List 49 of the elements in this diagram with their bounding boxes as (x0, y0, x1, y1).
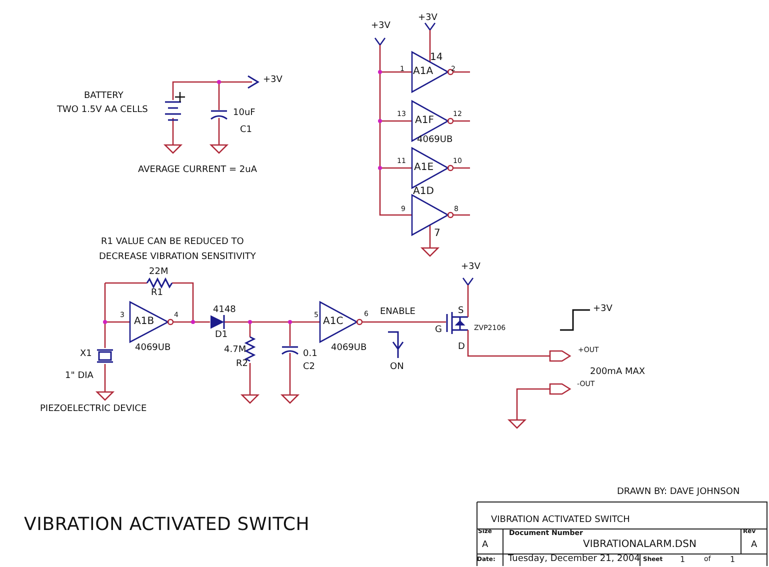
schematic-label: 4069UB (417, 136, 453, 145)
schematic-label: ENABLE (380, 308, 416, 317)
schematic-label: 4069UB (135, 344, 171, 353)
schematic-label: 4.7M (224, 346, 246, 355)
schematic-label: 4148 (213, 306, 236, 315)
schematic-label: 200mA MAX (590, 368, 646, 377)
schematic-label: +3V (593, 305, 612, 314)
schematic-label: S (458, 307, 464, 316)
schematic-label: TWO 1.5V AA CELLS (57, 106, 148, 115)
schematic-label: Tuesday, December 21, 2004 (508, 555, 640, 564)
schematic-label: R1 VALUE CAN BE REDUCED TO (101, 238, 244, 247)
schematic-label: A (482, 541, 488, 550)
schematic-label: C1 (240, 126, 252, 135)
schematic-label: DECREASE VIBRATION SENSITIVITY (99, 253, 256, 262)
schematic-label: 10uF (233, 109, 256, 118)
schematic-label: PIEZOELECTRIC DEVICE (40, 405, 147, 414)
schematic-label: BATTERY (84, 92, 124, 101)
schematic-label: G (435, 326, 442, 335)
schematic-label: +3V (371, 22, 390, 31)
schematic-label: X1 (80, 350, 92, 359)
schematic-label: A1D (413, 187, 434, 197)
schematic-label: A1C (323, 317, 344, 327)
schematic-label: 0.1 (303, 350, 318, 359)
schematic-label: D1 (215, 331, 228, 340)
schematic-label: ON (390, 363, 404, 372)
schematic-label: 7 (434, 229, 440, 239)
schematic-label: +3V (418, 14, 438, 23)
schematic-label: VIBRATIONALARM.DSN (583, 540, 696, 550)
schematic-label: 1" DIA (65, 372, 94, 381)
schematic-label: R1 (151, 289, 163, 298)
schematic-label: 14 (430, 53, 443, 63)
schematic-label: D (458, 343, 465, 352)
schematic-label: C2 (303, 363, 316, 372)
schematic-label: A (751, 541, 758, 550)
schematic-label: 22M (149, 268, 168, 277)
schematic-label: +3V (461, 263, 480, 272)
schematic-label: VIBRATION ACTIVATED SWITCH (491, 516, 630, 525)
schematic-label: AVERAGE CURRENT = 2uA (138, 166, 257, 175)
schematic-label: +3V (263, 76, 282, 85)
schematic-label: R2 (236, 360, 248, 369)
diagram-title: VIBRATION ACTIVATED SWITCH (24, 516, 310, 534)
schematic-label: DRAWN BY: DAVE JOHNSON (617, 488, 740, 497)
schematic-label: A1B (134, 317, 154, 327)
schematic-label: A1A (413, 67, 434, 77)
schematic-label: 1 (680, 556, 686, 564)
schematic-label: A1F (415, 116, 434, 126)
schematic-label: 4069UB (331, 344, 367, 353)
schematic-label: A1E (414, 163, 434, 173)
schematic-label: 1 (730, 556, 736, 564)
